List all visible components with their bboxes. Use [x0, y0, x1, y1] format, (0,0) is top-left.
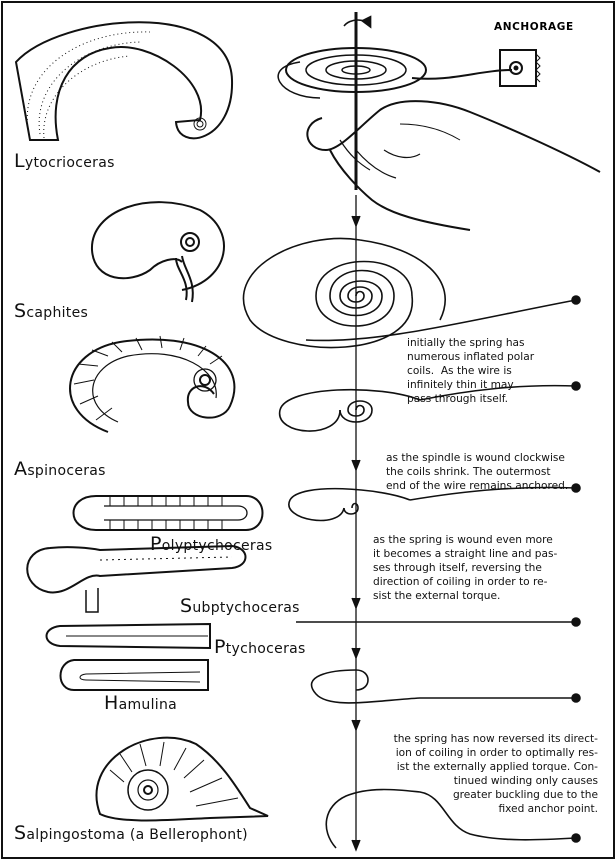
spring-stage-1: [243, 238, 580, 347]
anchorage-label: ANCHORAGE: [494, 21, 574, 33]
note-stage-4: the spring has now reversed its direct- …: [394, 732, 598, 816]
genus-label-ptychoceras: Ptychoceras: [214, 636, 306, 658]
genus-label-lytocrioceras: Lytocrioceras: [14, 150, 115, 172]
hand-and-spindle: [278, 12, 600, 230]
note-stage-2: as the spindle is wound clockwise the co…: [386, 451, 568, 493]
polyptychoceras-drawing: [74, 496, 263, 530]
salpingostoma-drawing: [96, 738, 268, 821]
ptychoceras-drawing: [47, 624, 211, 648]
genus-label-hamulina: Hamulina: [104, 692, 177, 714]
scaphites-drawing: [92, 202, 224, 302]
genus-label-scaphites: Scaphites: [14, 300, 88, 322]
spring-stage-5: [312, 670, 580, 703]
aspinoceras-drawing: [70, 336, 234, 432]
genus-label-salpingostoma: Salpingostoma (a Bellerophont): [14, 822, 248, 844]
note-stage-3: as the spring is wound even more it beco…: [373, 533, 557, 603]
hamulina-drawing: [61, 660, 209, 690]
note-stage-1: initially the spring has numerous inflat…: [407, 336, 534, 406]
lytocrioceras-drawing: [16, 22, 232, 140]
spring-stage-4: [296, 618, 580, 626]
genus-label-polyptychoceras: Polyptychoceras: [150, 533, 272, 555]
genus-label-aspinoceras: Aspinoceras: [14, 458, 106, 480]
genus-label-subptychoceras: Subptychoceras: [180, 595, 300, 617]
